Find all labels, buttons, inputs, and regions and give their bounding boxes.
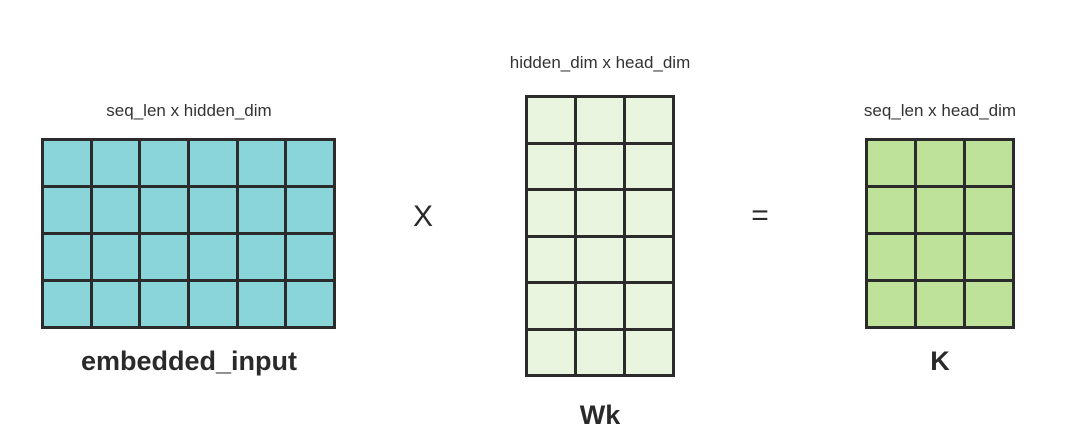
matrix-cell [528,237,574,281]
k-dimension-label: seq_len x head_dim [863,101,1017,120]
k-name: K [930,346,950,376]
matrix-cell [577,98,623,142]
matrix-cell [190,188,236,232]
matrix-cell [577,330,623,374]
matrix-cell [287,235,333,279]
matrix-cell [190,141,236,185]
matrix-cell [92,235,139,279]
matrix-cell [238,235,285,279]
matrix-cell [44,188,90,232]
matrix-cell [528,98,574,142]
matrix-cell [577,144,623,188]
matrix-cell [238,282,285,326]
matrix-cell [141,141,187,185]
matrix-cell [577,237,623,281]
matrix-cell [626,284,672,328]
matrix-cell [287,188,333,232]
matrix-cell [917,235,963,279]
matrix-cell [141,188,187,232]
matrix-cell [238,141,285,185]
matrix-cell [626,330,672,374]
matrix-cell [44,282,90,326]
matrix-cell [528,284,574,328]
matrix-cell [868,141,914,185]
matrix-cell [528,330,574,374]
matrix-cell [577,284,623,328]
matrix-cell [917,282,963,326]
wk-name: Wk [579,400,621,430]
matrix-cell [287,282,333,326]
wk-dimension-label: hidden_dim x head_dim [509,53,691,72]
k-matrix [865,138,1015,329]
matrix-cell [626,191,672,235]
matrix-cell [577,191,623,235]
matrix-cell [868,188,914,232]
matrix-cell [141,235,187,279]
multiply-operator: X [412,200,433,233]
matrix-cell [626,144,672,188]
matrix-cell [528,191,574,235]
matrix-cell [966,188,1012,232]
matrix-cell [917,141,963,185]
matrix-cell [141,282,187,326]
embedded-input-dimension-label: seq_len x hidden_dim [106,101,272,120]
equals-operator: = [751,199,769,232]
matrix-cell [190,235,236,279]
matrix-cell [44,141,90,185]
matrix-cell [626,237,672,281]
embedded-input-matrix [41,138,336,329]
matrix-cell [626,98,672,142]
matrix-cell [966,141,1012,185]
matrix-cell [92,141,139,185]
matrix-cell [287,141,333,185]
matrix-cell [966,282,1012,326]
wk-matrix [525,95,675,377]
matrix-cell [238,188,285,232]
matrix-cell [44,235,90,279]
matrix-cell [92,282,139,326]
matrix-cell [190,282,236,326]
matrix-cell [917,188,963,232]
matrix-cell [528,144,574,188]
embedded-input-name: embedded_input [80,346,297,376]
matrix-cell [92,188,139,232]
matrix-cell [966,235,1012,279]
matrix-cell [868,282,914,326]
matrix-cell [868,235,914,279]
